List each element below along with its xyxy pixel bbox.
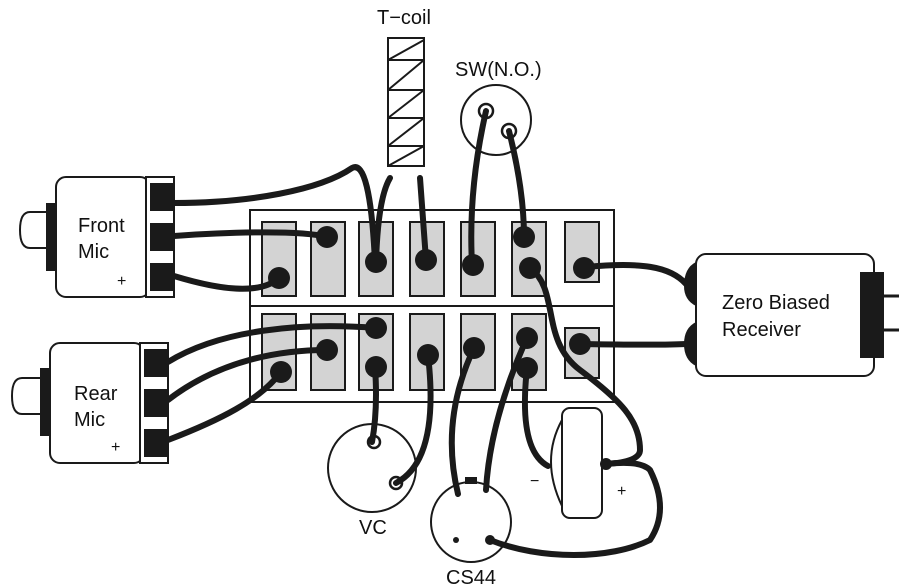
receiver-terminal-1 (684, 262, 696, 306)
solder-point (417, 344, 439, 366)
front-mic-contact-3 (150, 263, 174, 291)
battery-body (561, 407, 603, 519)
receiver: Zero Biased Receiver (684, 253, 899, 377)
battery-cap-left (550, 419, 563, 507)
receiver-terminal-2 (684, 322, 696, 366)
front-mic-body (55, 176, 151, 298)
solder-point (485, 535, 495, 545)
solder-points (268, 226, 612, 545)
tcoil-winding (387, 39, 425, 61)
tcoil-winding (387, 89, 425, 119)
wire-cs44-3 (487, 459, 663, 558)
front-mic-contact-2 (150, 223, 174, 251)
wires (165, 108, 689, 558)
rear-mic-collar (40, 368, 50, 436)
solder-point (600, 458, 612, 470)
battery: − + (530, 407, 626, 519)
solder-point (519, 257, 541, 279)
rear-mic-label-line2: Mic (74, 409, 105, 431)
tcoil-winding (387, 145, 425, 167)
switch-label: SW(N.O.) (455, 59, 542, 81)
wire-receiver-2 (577, 341, 689, 348)
wire-rear-mic-3 (165, 369, 284, 443)
cs44-key (465, 477, 477, 484)
wire-battery-plus (527, 265, 643, 467)
solder-point (415, 249, 437, 271)
front-mic-contact-1 (150, 183, 174, 211)
tcoil-winding (387, 117, 425, 147)
solder-point (270, 361, 292, 383)
volume-control: VC (327, 423, 417, 539)
solder-point (513, 226, 535, 248)
tcoil-winding (387, 59, 425, 91)
wire-front-mic-1 (171, 164, 378, 265)
solder-point (365, 356, 387, 378)
cs44-pin (453, 537, 459, 543)
solder-point (463, 337, 485, 359)
volume-control-label: VC (359, 517, 387, 539)
solder-point (365, 251, 387, 273)
solder-point (316, 226, 338, 248)
rear-mic-contact-1 (144, 349, 168, 377)
solder-point (569, 333, 591, 355)
tcoil-label: T−coil (377, 7, 431, 29)
solder-point (516, 357, 538, 379)
front-mic: Front Mic + (18, 176, 175, 298)
receiver-label-line2: Receiver (722, 319, 801, 341)
wire-tcoil-2 (417, 175, 429, 263)
cs44-connector: CS44 (430, 477, 512, 588)
switch: SW(N.O.) (455, 59, 542, 156)
rear-mic: Rear Mic + (10, 342, 169, 464)
battery-plus-mark: + (617, 483, 626, 500)
receiver-label-line1: Zero Biased (722, 292, 830, 314)
wire-tcoil-1 (373, 175, 393, 265)
wire-vc-2 (393, 352, 434, 486)
wire-cs44-1 (448, 345, 477, 497)
cs44-label: CS44 (446, 567, 496, 588)
front-mic-label-line1: Front (78, 215, 125, 237)
solder-point (516, 327, 538, 349)
rear-mic-contact-2 (144, 389, 168, 417)
battery-minus-mark: − (530, 473, 539, 490)
front-mic-label-line2: Mic (78, 241, 109, 263)
solder-point (316, 339, 338, 361)
wire-receiver-1 (583, 262, 689, 287)
front-mic-collar (46, 203, 56, 271)
receiver-port (860, 272, 884, 358)
solder-point (573, 257, 595, 279)
rear-mic-contact-3 (144, 429, 168, 457)
receiver-body (695, 253, 875, 377)
tcoil: T−coil (377, 7, 431, 167)
rear-mic-label-line1: Rear (74, 383, 118, 405)
wire-rear-mic-2 (165, 347, 330, 403)
wire-rear-mic-1 (165, 323, 379, 365)
switch-body (460, 84, 532, 156)
wire-front-mic-2 (171, 229, 330, 240)
wire-cs44-2 (483, 335, 530, 493)
wire-battery-minus (521, 365, 551, 469)
solder-point (268, 267, 290, 289)
solder-point (365, 317, 387, 339)
wire-switch-1 (468, 108, 489, 267)
front-mic-plus-mark: + (117, 273, 126, 290)
cs44-body (430, 481, 512, 563)
solder-point (462, 254, 484, 276)
rear-mic-plus-mark: + (111, 439, 120, 456)
